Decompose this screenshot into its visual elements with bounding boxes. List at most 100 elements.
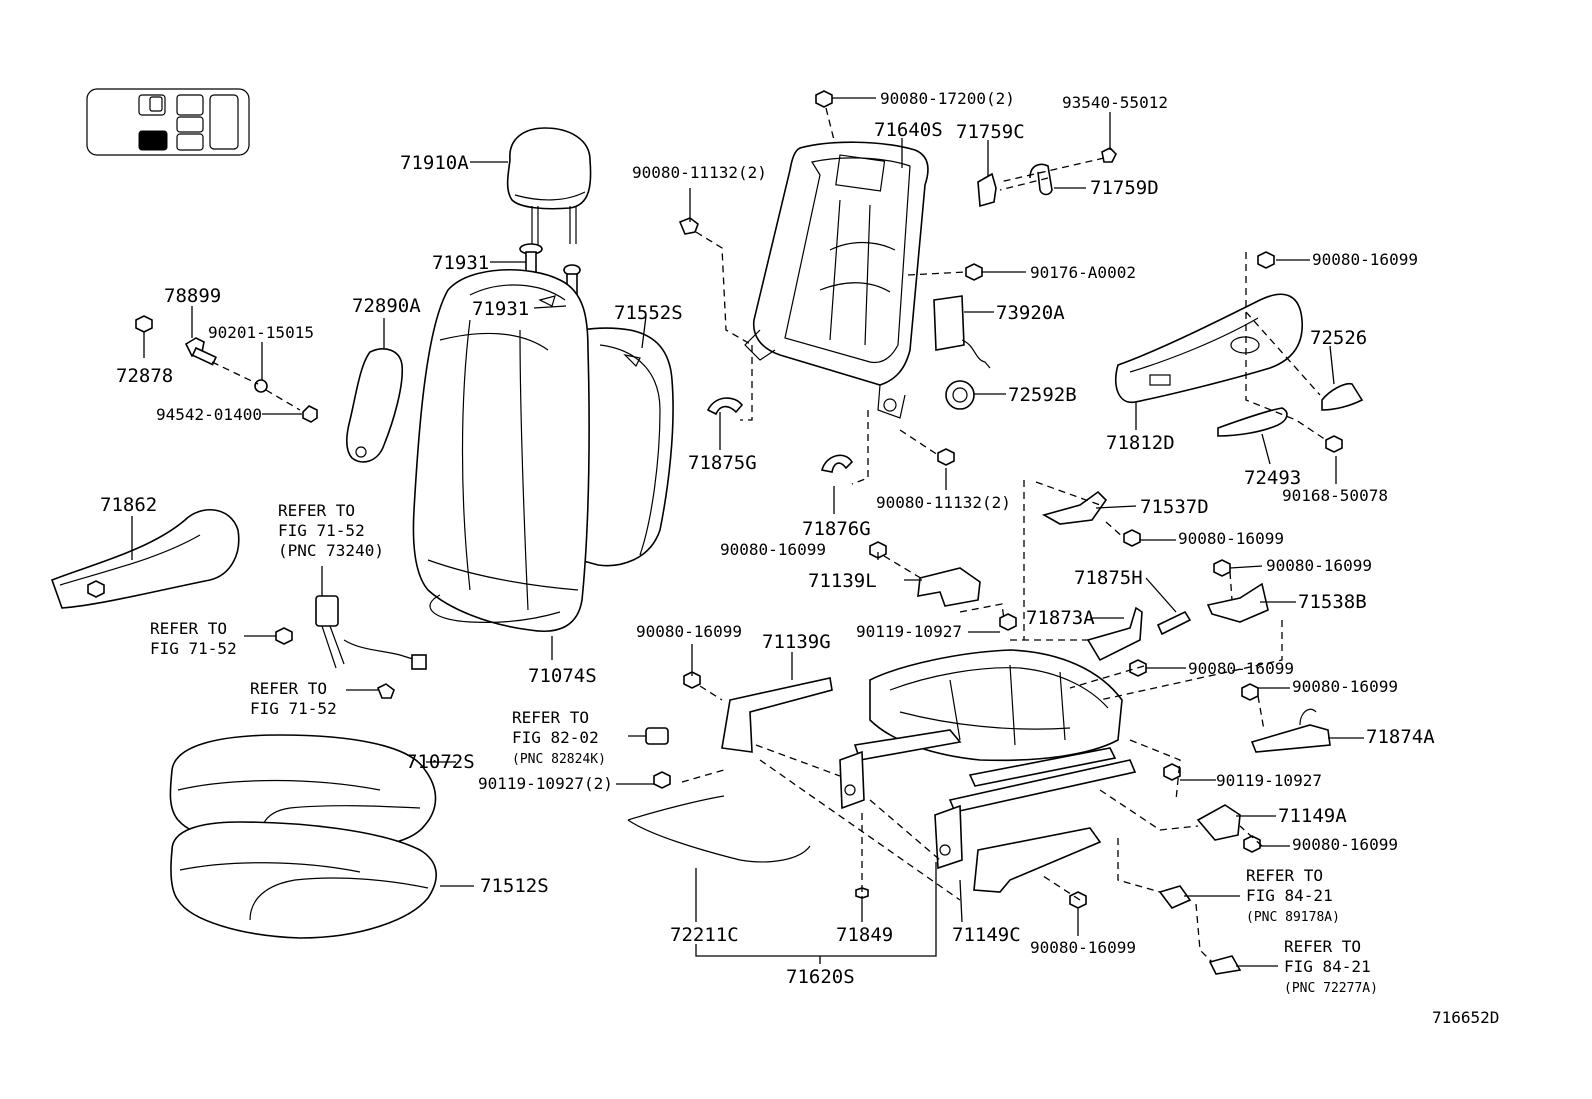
label-71552S: 71552S [614, 302, 683, 324]
refer-label-6c: (PNC 72277A) [1284, 981, 1378, 996]
lever-72526 [1321, 382, 1364, 411]
label-71759D: 71759D [1090, 177, 1159, 199]
part-labels: 71910A 71931 71931 78899 90201-15015 728… [100, 89, 1499, 1027]
bracket-71537D [1041, 490, 1108, 525]
label-90080-17200: 90080-17200(2) [880, 89, 1015, 108]
label-90119-10927-b: 90119-10927 [1216, 771, 1322, 790]
label-71149C: 71149C [952, 924, 1021, 946]
wire-72211C [627, 795, 811, 863]
cover-71139L [917, 567, 981, 607]
label-71072S: 71072S [406, 751, 475, 773]
side-cover-72890A [346, 348, 404, 463]
fasteners-left [135, 315, 318, 423]
refer-label-4a: REFER TO [512, 708, 589, 727]
refer-label-2b: FIG 71-52 [150, 639, 237, 658]
label-71849: 71849 [836, 924, 893, 946]
refer-label-1c: (PNC 73240) [278, 541, 384, 560]
connector-82824K [645, 727, 669, 745]
label-71640S: 71640S [874, 119, 943, 141]
label-71910A: 71910A [400, 152, 469, 174]
label-71873A: 71873A [1026, 607, 1095, 629]
label-71139L: 71139L [808, 570, 877, 592]
label-72592B: 72592B [1008, 384, 1077, 406]
label-90201-15015: 90201-15015 [208, 323, 314, 342]
label-71759C: 71759C [956, 121, 1025, 143]
knob-72592B [945, 380, 975, 410]
label-90080-16099-e: 90080-16099 [1188, 659, 1294, 678]
seat-cushion-cover-71072S [169, 734, 437, 850]
seat-belt-buckle [275, 595, 427, 699]
refer-label-1b: FIG 71-52 [278, 521, 365, 540]
label-90119-10927: 90119-10927 [856, 622, 962, 641]
label-71512S: 71512S [480, 875, 549, 897]
frame-bolts [678, 90, 1117, 466]
label-72890A: 72890A [352, 295, 421, 317]
label-72526: 72526 [1310, 327, 1367, 349]
leader-lines [131, 97, 1364, 967]
label-73920A: 73920A [996, 302, 1065, 324]
label-90119-10927-2: 90119-10927(2) [478, 774, 613, 793]
label-71876G: 71876G [802, 518, 871, 540]
seatback-frame-71640S [744, 141, 929, 419]
label-71074S: 71074S [528, 665, 597, 687]
bracket-71875G [706, 397, 744, 416]
bracket-71873A [1086, 606, 1143, 662]
label-71537D: 71537D [1140, 496, 1209, 518]
module-73920A [933, 295, 991, 369]
label-72211C: 72211C [670, 924, 739, 946]
lever-72493 [1217, 407, 1288, 437]
label-90080-11132-a: 90080-11132(2) [632, 163, 767, 182]
seatback-cover-71074S [412, 268, 590, 632]
lever-71875H [1156, 610, 1192, 636]
bracket-71149A [1196, 804, 1241, 841]
refer-label-5b: FIG 84-21 [1246, 886, 1333, 905]
label-71874A: 71874A [1366, 726, 1435, 748]
label-90080-16099-a: 90080-16099 [1178, 529, 1284, 548]
bracket-71538B [1206, 582, 1269, 623]
clips-71759 [977, 163, 1053, 208]
seat-cushion-pad-71512S [170, 821, 437, 939]
lever-71874A [1250, 708, 1331, 753]
connectors-right [1158, 885, 1242, 975]
label-78899: 78899 [164, 285, 221, 307]
refer-label-6b: FIG 84-21 [1284, 957, 1371, 976]
refer-label-3a: REFER TO [250, 679, 327, 698]
refer-label-4b: FIG 82-02 [512, 728, 599, 747]
label-90080-16099-h: 90080-16099 [1030, 938, 1136, 957]
label-93540-55012: 93540-55012 [1062, 93, 1168, 112]
label-90176-A0002: 90176-A0002 [1030, 263, 1136, 282]
label-71875H: 71875H [1074, 567, 1143, 589]
cover-71139G [721, 677, 833, 753]
label-71862: 71862 [100, 494, 157, 516]
bolts-right [1257, 251, 1343, 453]
label-71149A: 71149A [1278, 805, 1347, 827]
label-72878: 72878 [116, 365, 173, 387]
diagram-id: 716652D [1432, 1008, 1499, 1027]
headrest-71910A [506, 127, 592, 246]
refer-label-3b: FIG 71-52 [250, 699, 337, 718]
label-90080-16099-f: 90080-16099 [1292, 677, 1398, 696]
label-71139G: 71139G [762, 631, 831, 653]
bracket-71876G [821, 454, 854, 473]
label-71620S: 71620S [786, 966, 855, 988]
label-71931-a: 71931 [432, 252, 489, 274]
label-72493: 72493 [1244, 467, 1301, 489]
label-71812D: 71812D [1106, 432, 1175, 454]
seat-locator-icon [86, 88, 250, 156]
refer-label-4c: (PNC 82824K) [512, 752, 606, 767]
refer-label-5c: (PNC 89178A) [1246, 910, 1340, 925]
refer-label-1a: REFER TO [278, 501, 355, 520]
cover-71149C [973, 827, 1102, 893]
refer-label-2a: REFER TO [150, 619, 227, 638]
label-71538B: 71538B [1298, 591, 1367, 613]
label-90080-16099-d: 90080-16099 [636, 622, 742, 641]
refer-label-6a: REFER TO [1284, 937, 1361, 956]
label-90080-16099-c: 90080-16099 [1266, 556, 1372, 575]
label-90168-50078: 90168-50078 [1282, 486, 1388, 505]
label-90080-16099-b: 90080-16099 [720, 540, 826, 559]
side-cover-71862 [50, 508, 240, 609]
side-shield-71812D [1114, 293, 1303, 403]
label-90080-16099-tr: 90080-16099 [1312, 250, 1418, 269]
